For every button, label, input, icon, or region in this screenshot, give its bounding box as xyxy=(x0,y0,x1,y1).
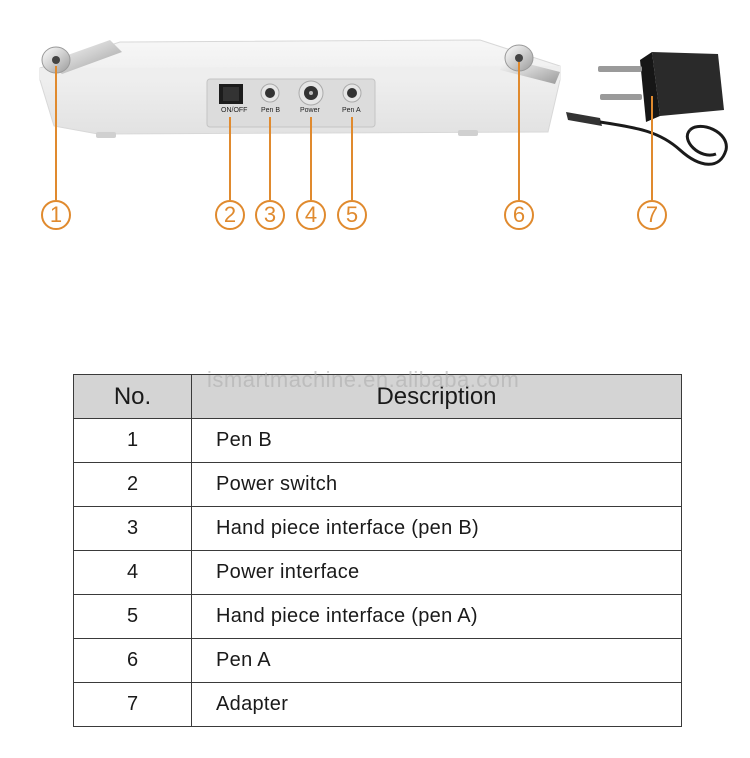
cell-description: Hand piece interface (pen A) xyxy=(191,594,682,639)
cell-no: 7 xyxy=(73,682,192,727)
cell-no: 4 xyxy=(73,550,192,595)
cell-no: 3 xyxy=(73,506,192,551)
port-label-pen-b: Pen B xyxy=(261,107,281,114)
callout-6: 6 xyxy=(504,200,534,230)
cell-description: Power interface xyxy=(191,550,682,595)
callout-4: 4 xyxy=(296,200,326,230)
table-row: 6 Pen A xyxy=(73,638,682,683)
table-row: 7 Adapter xyxy=(73,682,682,727)
cell-no: 6 xyxy=(73,638,192,683)
cell-description: Pen A xyxy=(191,638,682,683)
header-description: Description xyxy=(191,374,682,419)
cell-no: 2 xyxy=(73,462,192,507)
callout-3: 3 xyxy=(255,200,285,230)
callout-2: 2 xyxy=(215,200,245,230)
cell-description: Adapter xyxy=(191,682,682,727)
device-illustration: ON/OFF Pen B Power Pen A 1 2 3 4 5 6 7 xyxy=(0,0,750,250)
table-row: 2 Power switch xyxy=(73,462,682,507)
header-no: No. xyxy=(73,374,192,419)
callout-7: 7 xyxy=(637,200,667,230)
cell-description: Hand piece interface (pen B) xyxy=(191,506,682,551)
table-header-row: No. Description xyxy=(73,374,682,419)
callout-5: 5 xyxy=(337,200,367,230)
port-label-pen-a: Pen A xyxy=(342,107,361,114)
spec-table: No. Description 1 Pen B 2 Power switch 3… xyxy=(73,374,682,727)
cell-description: Power switch xyxy=(191,462,682,507)
adapter-drawing xyxy=(566,52,728,166)
table-row: 3 Hand piece interface (pen B) xyxy=(73,506,682,551)
table-row: 1 Pen B xyxy=(73,418,682,463)
callout-1: 1 xyxy=(41,200,71,230)
cell-no: 5 xyxy=(73,594,192,639)
device-drawing xyxy=(39,39,728,200)
cell-description: Pen B xyxy=(191,418,682,463)
table-row: 5 Hand piece interface (pen A) xyxy=(73,594,682,639)
port-label-onoff: ON/OFF xyxy=(221,107,248,114)
cell-no: 1 xyxy=(73,418,192,463)
port-label-power: Power xyxy=(300,107,320,114)
table-row: 4 Power interface xyxy=(73,550,682,595)
